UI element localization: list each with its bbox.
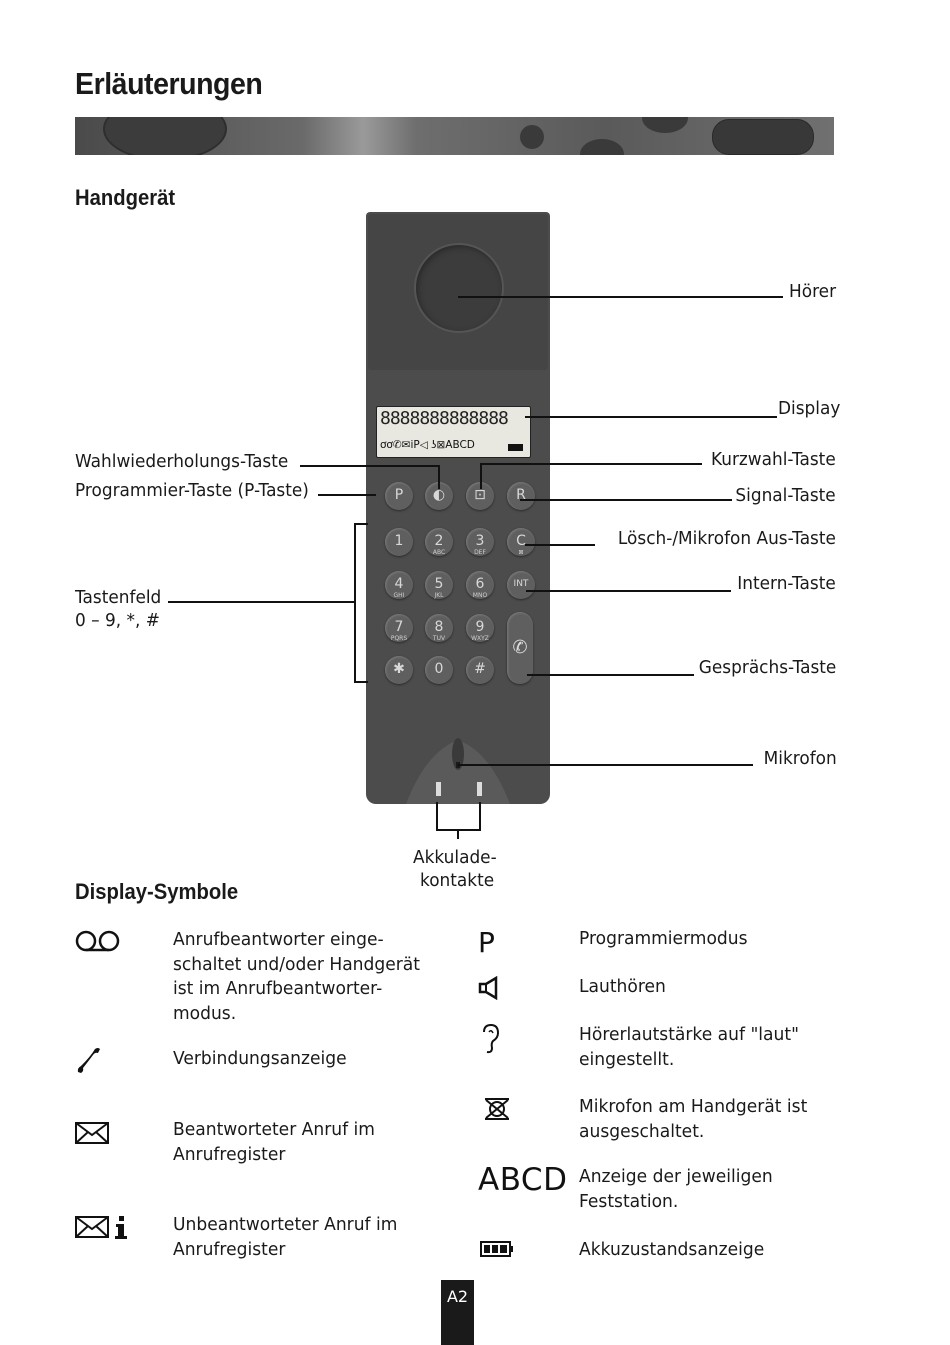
page-title: Erläuterungen <box>75 66 263 101</box>
symbol-text-p: Programmiermodus <box>579 928 748 949</box>
display-segments: 8888888888888 <box>380 408 509 429</box>
symbol-text-ear: Hörerlautstärke auf "laut"eingestellt. <box>579 1024 799 1070</box>
call-key-icon: ✆ <box>512 637 528 658</box>
key-r[interactable]: R <box>507 482 535 510</box>
key-0[interactable]: 0 <box>425 656 453 684</box>
handset-icon <box>75 1046 101 1078</box>
ear-icon <box>480 1023 500 1058</box>
key-label: C <box>516 533 526 549</box>
call-key[interactable]: ✆ <box>507 612 533 684</box>
key-label: ✱ <box>393 661 405 677</box>
key-label: 2 <box>434 533 444 549</box>
label-akku-2: kontakte <box>420 870 495 891</box>
key-label: P <box>394 487 404 503</box>
label-akku-1: Akkulade- <box>413 847 497 868</box>
key-label: 8 <box>434 619 444 635</box>
key-hash[interactable]: # <box>466 656 494 684</box>
key-label: # <box>474 661 486 677</box>
page-number: A2 <box>441 1280 474 1345</box>
key-int[interactable]: INT <box>507 571 535 599</box>
display-status-icons: ơơ✆✉iP◁ ʖ⊠ABCD <box>380 439 475 451</box>
mic-off-icon <box>482 1097 512 1125</box>
key-label: ⊡ <box>474 487 486 503</box>
section-symbols-heading: Display-Symbole <box>75 879 239 904</box>
label-tastenfeld-keys: 0 – 9, *, # <box>75 610 160 631</box>
symbol-text-battery: Akkuzustandsanzeige <box>579 1239 765 1260</box>
abcd-icon: ABCD <box>478 1162 568 1198</box>
key-label: 5 <box>434 576 444 592</box>
p-icon: P <box>478 926 495 959</box>
key-sublabel: ⊠ <box>518 549 524 556</box>
symbol-text-answering-machine: Anrufbeantworter einge-schaltet und/oder… <box>173 929 420 1024</box>
key-sublabel: PQRS <box>390 635 408 642</box>
earpiece-speaker-icon <box>416 245 502 331</box>
key-star[interactable]: ✱ <box>385 656 413 684</box>
key-1[interactable]: 1 <box>385 528 413 556</box>
key-sublabel: ABC <box>432 549 446 556</box>
symbol-text-handset: Verbindungsanzeige <box>173 1048 347 1069</box>
key-label: 9 <box>475 619 485 635</box>
key-label: 3 <box>475 533 485 549</box>
answering-machine-icon <box>75 928 121 958</box>
symbol-text-speaker: Lauthören <box>579 976 666 997</box>
key-sublabel: TUV <box>432 635 446 642</box>
key-sublabel: JKL <box>434 592 444 599</box>
label-wahlwiederholung: Wahlwiederholungs-Taste <box>75 451 289 472</box>
label-display: Display <box>777 398 840 419</box>
key-sublabel: DEF <box>474 549 486 556</box>
key-label: R <box>516 487 526 503</box>
key-c[interactable]: C⊠ <box>507 528 535 556</box>
section-handset-heading: Handgerät <box>75 185 176 210</box>
label-hoerer: Hörer <box>788 281 836 302</box>
microphone-area <box>366 732 550 804</box>
label-signal: Signal-Taste <box>735 485 836 506</box>
label-gespraech: Gesprächs-Taste <box>698 657 836 678</box>
key-label: 1 <box>394 533 404 549</box>
display-battery-icon <box>508 444 523 451</box>
speaker-icon <box>478 975 502 1004</box>
key-p[interactable]: P <box>385 482 413 510</box>
key-sublabel: GHI <box>393 592 405 599</box>
key-label: ◐ <box>432 487 446 503</box>
handset-display <box>376 406 531 458</box>
battery-icon <box>480 1241 514 1261</box>
envelope-info-icon <box>75 1215 131 1243</box>
key-label: 4 <box>394 576 404 592</box>
label-intern: Intern-Taste <box>737 573 836 594</box>
key-sublabel: MNO <box>472 592 488 599</box>
label-tastenfeld: Tastenfeld <box>75 587 162 608</box>
label-programmier: Programmier-Taste (P-Taste) <box>75 480 309 501</box>
envelope-icon <box>75 1122 109 1148</box>
key-label: INT <box>513 579 529 589</box>
key-label: 6 <box>475 576 485 592</box>
label-loesch: Lösch-/Mikrofon Aus-Taste <box>617 528 836 549</box>
key-label: 7 <box>394 619 404 635</box>
key-label: 0 <box>434 661 444 677</box>
label-mikrofon: Mikrofon <box>763 748 837 769</box>
header-banner-image <box>75 117 834 155</box>
label-kurzwahl: Kurzwahl-Taste <box>711 449 836 470</box>
key-sublabel: WXYZ <box>471 635 489 642</box>
